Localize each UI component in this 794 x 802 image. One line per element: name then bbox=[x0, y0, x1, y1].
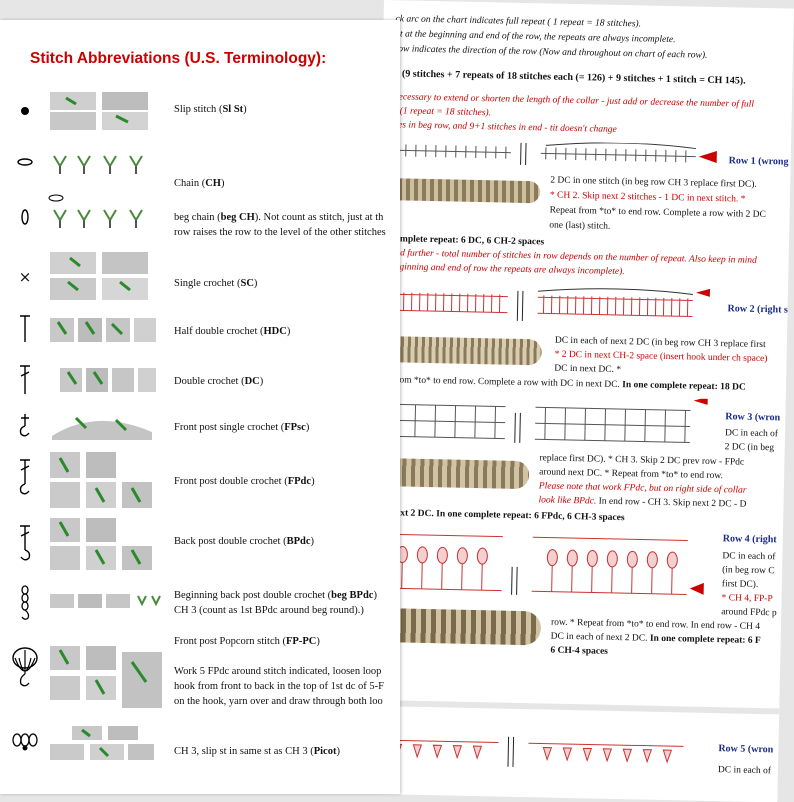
dc-symbol-icon bbox=[14, 364, 36, 401]
beg-bpdc-photos bbox=[50, 594, 161, 608]
row4-text-1: DC in each of bbox=[722, 551, 776, 563]
single-crochet-photos bbox=[50, 252, 148, 300]
row3-note-2: look like BPdc. bbox=[538, 495, 597, 507]
beg-bpdc-label: Beginning back post double crochet (beg … bbox=[174, 590, 377, 616]
bpdc-label: Back post double crochet (BPdc) bbox=[174, 536, 314, 547]
dc-photos bbox=[60, 368, 156, 392]
row1-text-2b: * bbox=[738, 194, 746, 205]
picot-label: CH 3, slip st in same st as CH 3 (Picot) bbox=[174, 746, 340, 757]
row3-text-5: In end row - CH 3. Skip next 2 DC - D bbox=[596, 496, 747, 510]
row1-text-2a: * CH 2. Skip next 2 stitches - 1 DC in n… bbox=[549, 190, 739, 205]
popcorn-symbol-icon bbox=[10, 644, 40, 697]
row3-text-3: replace first DC). * CH 3. Skip 2 DC pre… bbox=[539, 453, 745, 468]
note-line-3: hes in beg row, and 9+1 stitches in end … bbox=[393, 120, 617, 135]
row3-chart bbox=[389, 396, 708, 444]
row2-chart bbox=[392, 288, 711, 321]
picot-photos bbox=[50, 726, 154, 760]
row4-text-2: (in beg row C bbox=[722, 565, 775, 577]
abbreviations-page: Stitch Abbreviations (U.S. Terminology):… bbox=[0, 20, 400, 794]
page-title: Stitch Abbreviations (U.S. Terminology): bbox=[30, 50, 327, 67]
row2-text-4: t from *to* to end row. Complete a row w… bbox=[387, 375, 620, 391]
row5-text-1: DC in each of bbox=[717, 765, 772, 777]
row4-repeat: In one complete repeat: 6 F bbox=[647, 633, 761, 647]
single-crochet-label: Single crochet (SC) bbox=[174, 278, 258, 289]
row1-chart bbox=[395, 142, 717, 166]
row2-repeat: In one complete repeat: 18 DC bbox=[619, 380, 746, 393]
slip-stitch-photos bbox=[50, 92, 148, 130]
row4-chart bbox=[386, 533, 704, 595]
row4-text-5: around FPdc p bbox=[721, 607, 777, 619]
picot-symbol-icon bbox=[10, 730, 40, 757]
row3-text-4: around next DC. * Repeat from *to* to en… bbox=[539, 467, 724, 482]
hdc-label: Half double crochet (HDC) bbox=[174, 326, 291, 337]
row4-label: Row 4 (right bbox=[722, 533, 777, 546]
row2-text-2: * 2 DC in next CH-2 space (insert hook u… bbox=[554, 349, 768, 365]
row1-text-4: one (last) stitch. bbox=[549, 220, 611, 232]
chain-symbol-icon bbox=[14, 154, 36, 172]
row2-text-1: DC in each of next 2 DC (in beg row CH 3… bbox=[554, 335, 766, 351]
row3-text-2: 2 DC (in beg bbox=[724, 442, 775, 454]
hdc-symbol-icon bbox=[14, 314, 36, 349]
hdc-photos bbox=[50, 318, 156, 342]
fpsc-symbol-icon bbox=[14, 412, 36, 443]
row2-photo bbox=[386, 336, 542, 366]
row2-text-3: DC in next DC. * bbox=[554, 363, 622, 376]
chain-photos bbox=[53, 155, 143, 174]
fpdc-photos bbox=[50, 452, 152, 508]
row1-repeat: complete repeat: 6 DC, 6 CH-2 spaces bbox=[390, 234, 545, 248]
fpdc-label: Front post double crochet (FPdc) bbox=[174, 476, 315, 487]
row1-note-2: beginning and end of row the repeats are… bbox=[390, 262, 625, 278]
row4-text-8: 6 CH-4 spaces bbox=[550, 645, 609, 657]
row4-text-6: row. * Repeat from *to* to end row. In e… bbox=[550, 617, 761, 633]
row1-text-3: Repeat from *to* to end row. Complete a … bbox=[549, 205, 766, 221]
note-line-2: s (1 repeat = 18 stitches). bbox=[393, 106, 492, 119]
popcorn-photos bbox=[50, 646, 162, 708]
chain-label: Chain (CH) bbox=[174, 178, 225, 189]
row2-label: Row 2 (right s bbox=[727, 303, 788, 316]
beg-bpdc-symbol-icon bbox=[14, 584, 36, 627]
beg-chain-photos bbox=[48, 194, 143, 228]
chain-formula: 5 (9 stitches + 7 repeats of 18 stitches… bbox=[394, 68, 746, 87]
row1-label: Row 1 (wrong bbox=[728, 155, 789, 168]
intro-line-1: ck arc on the chart indicates full repea… bbox=[395, 14, 642, 30]
intro-line-3: row indicates the direction of the row (… bbox=[394, 44, 708, 61]
fpsc-photos bbox=[52, 416, 152, 440]
dc-label: Double crochet (DC) bbox=[174, 376, 264, 387]
row4-text-4: * CH 4, FP-P bbox=[721, 593, 773, 605]
row5-chart bbox=[383, 736, 684, 767]
row3-label: Row 3 (wron bbox=[725, 411, 781, 424]
row3-repeat: f next 2 DC. In one complete repeat: 6 F… bbox=[385, 508, 625, 524]
bpdc-photos bbox=[50, 518, 152, 570]
row1-photo bbox=[389, 178, 541, 204]
row3-note-1: Please note that work FPdc, but on right… bbox=[538, 481, 747, 496]
beg-chain-label: beg chain (beg CH). Not count as stitch,… bbox=[174, 212, 386, 238]
row4-text-3: first DC). bbox=[721, 579, 759, 590]
row3-photo bbox=[383, 458, 530, 490]
single-crochet-symbol-icon: × bbox=[18, 268, 32, 286]
row1-text-1: 2 DC in one stitch (in beg row CH 3 repl… bbox=[550, 175, 757, 190]
page-separator bbox=[369, 699, 780, 715]
slip-stitch-label: Slip stitch (Sl St) bbox=[174, 104, 247, 115]
intro-line-2: at at the beginning and end of the row, … bbox=[395, 29, 676, 46]
row4-text-7: DC in each of next 2 DC. bbox=[550, 631, 648, 644]
beg-chain-symbol-icon bbox=[14, 208, 36, 231]
row4-photo bbox=[380, 608, 542, 646]
bpdc-symbol-icon bbox=[14, 524, 36, 567]
fpsc-label: Front post single crochet (FPsc) bbox=[174, 422, 310, 433]
pattern-page: ck arc on the chart indicates full repea… bbox=[367, 0, 794, 802]
row3-text-1: DC in each of bbox=[724, 428, 779, 440]
fpdc-symbol-icon bbox=[14, 458, 36, 501]
slip-stitch-symbol-icon bbox=[14, 104, 36, 122]
row5-label: Row 5 (wron bbox=[718, 743, 774, 756]
popcorn-label: Front post Popcorn stitch (FP-PC)Work 5 … bbox=[174, 636, 384, 707]
